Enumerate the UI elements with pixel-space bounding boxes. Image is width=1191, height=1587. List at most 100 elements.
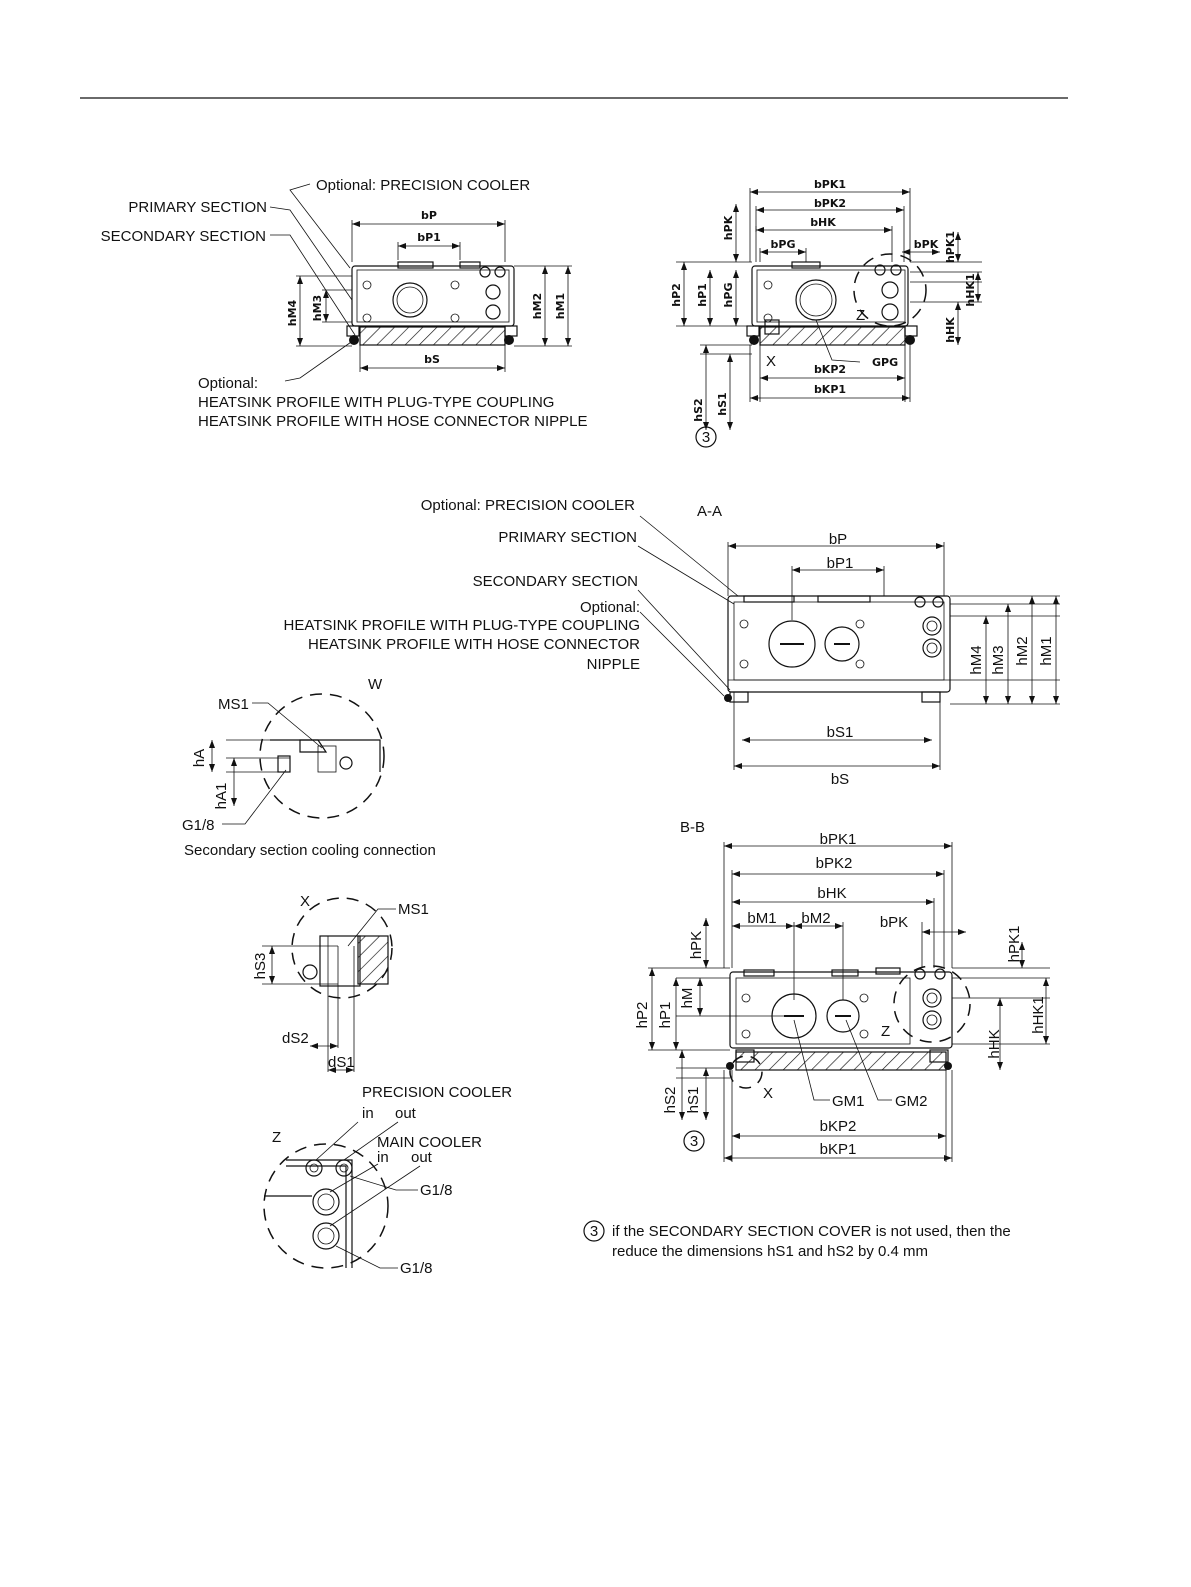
bb-dim-hPK1: hPK1 [1006,926,1023,963]
aa-dim-bP: bP [829,531,847,548]
x-dS1: dS1 [328,1054,355,1071]
z-title: Z [272,1129,281,1146]
top-right-view: bPK1 bPK2 bHK bPG bPK hPK1 hHK1 hHK hPK … [670,178,982,448]
tl-dim-hM4: hM4 [286,299,299,326]
tr-dim-bPK1: bPK1 [814,178,846,191]
z-pc-in: in [362,1105,374,1122]
section-aa: A-A Optional: PRECISION COOLER PRIMARY S… [284,497,1060,788]
tr-dim-hS2: hS2 [692,398,705,421]
aa-dim-hM4: hM4 [968,645,985,674]
tl-dim-bP: bP [421,209,437,222]
tl-dim-bP1: bP1 [417,231,441,244]
footnote-marker [583,1220,605,1242]
bb-dim-hHK: hHK [986,1029,1003,1058]
tr-dim-bPK2: bPK2 [814,197,846,210]
tr-dim-bPK: bPK [914,238,939,251]
w-hA: hA [191,749,208,767]
tl-callout-primary: PRIMARY SECTION [128,199,267,216]
section-bb: B-B bPK1 bPK2 bHK bM1 bM2 bPK hPK hPK1 h… [634,819,1050,1162]
tr-dim-bPG: bPG [771,238,796,251]
bb-dim-hS1: hS1 [685,1087,702,1114]
aa-callout-heatsink-hose-1: HEATSINK PROFILE WITH HOSE CONNECTOR [308,636,640,653]
tr-dim-hP1: hP1 [696,283,709,307]
tr-note-marker-label: 3 [702,429,710,446]
w-g18: G1/8 [182,817,215,834]
tr-label-gpg: GPG [872,356,898,369]
tl-dim-hM3: hM3 [311,295,324,321]
x-title: X [300,893,310,910]
tr-dim-bKP2: bKP2 [814,363,846,376]
z-g18-a: G1/8 [420,1182,453,1199]
bb-dim-bPK1: bPK1 [820,831,857,848]
tr-dim-bKP1: bKP1 [814,383,846,396]
aa-dim-hM1: hM1 [1038,636,1055,665]
tr-dim-hPG: hPG [722,283,735,308]
bb-dim-bKP1: bKP1 [820,1141,857,1158]
bb-dim-bM2: bM2 [801,910,830,927]
tr-dim-bHK: bHK [810,216,836,229]
tl-callout-heatsink-hose: HEATSINK PROFILE WITH HOSE CONNECTOR NIP… [198,413,588,430]
tl-callout-precision: Optional: PRECISION COOLER [316,177,530,194]
tr-dim-hPK: hPK [722,215,735,240]
tl-callout-secondary: SECONDARY SECTION [101,228,266,245]
bb-label-x: X [763,1085,773,1102]
z-mc-in: in [377,1149,389,1166]
z-main-cooler: MAIN COOLER [377,1134,482,1151]
tr-dim-hS1: hS1 [716,392,729,415]
tl-dim-bS: bS [424,353,440,366]
x-hS3: hS3 [252,953,269,980]
tl-dim-hM2: hM2 [531,293,544,319]
footnote-marker-label: 3 [590,1223,598,1240]
bb-dim-hHK1: hHK1 [1030,996,1047,1034]
footnote: 3 if the SECONDARY SECTION COVER is not … [583,1220,1011,1260]
bb-title: B-B [680,819,705,836]
x-ms1: MS1 [398,901,429,918]
bb-label-z: Z [881,1023,890,1040]
w-ms1: MS1 [218,696,249,713]
bb-dim-bPK: bPK [880,914,908,931]
tr-dim-hP2: hP2 [670,283,683,307]
aa-dim-bS1: bS1 [827,724,854,741]
bb-label-gm2: GM2 [895,1093,928,1110]
aa-callout-primary: PRIMARY SECTION [498,529,637,546]
aa-callout-optional: Optional: [580,599,640,616]
aa-callout-heatsink-hose-2: NIPPLE [587,656,640,673]
z-pc-out: out [395,1105,417,1122]
bb-note-marker [683,1130,705,1152]
detail-x: X MS1 hS3 dS2 dS1 [252,893,429,1073]
w-hA1: hA1 [213,783,230,810]
x-dS2: dS2 [282,1030,309,1047]
bb-dim-hS2: hS2 [662,1087,679,1114]
bb-dim-hP2: hP2 [634,1002,651,1029]
z-g18-b: G1/8 [400,1260,433,1277]
bb-dim-hPK: hPK [688,931,705,959]
bb-note-marker-label: 3 [690,1133,698,1150]
bb-dim-hP1: hP1 [657,1002,674,1029]
aa-dim-bP1: bP1 [827,555,854,572]
footnote-line-1: if the SECONDARY SECTION COVER is not us… [612,1223,1011,1240]
bb-dim-hM: hM [679,988,696,1009]
detail-w: W MS1 hA hA1 G1/8 Secondary section cool… [182,676,436,859]
aa-title: A-A [697,503,722,520]
tl-callout-heatsink-plug: HEATSINK PROFILE WITH PLUG-TYPE COUPLING [198,394,554,411]
tr-dim-hHK1: hHK1 [964,273,977,306]
bb-dim-bHK: bHK [817,885,846,902]
tr-label-x: X [766,353,776,370]
footnote-line-2: reduce the dimensions hS1 and hS2 by 0.4… [612,1243,928,1260]
bb-dim-bKP2: bKP2 [820,1118,857,1135]
detail-z: Z PRECISION COOLER in out MAIN COOLER in… [263,1084,512,1277]
tr-dim-hHK: hHK [944,317,957,343]
bb-dim-bPK2: bPK2 [816,855,853,872]
aa-callout-secondary: SECONDARY SECTION [473,573,638,590]
w-title: W [368,676,383,693]
z-mc-out: out [411,1149,433,1166]
aa-callout-heatsink-plug: HEATSINK PROFILE WITH PLUG-TYPE COUPLING [284,617,640,634]
aa-callout-precision: Optional: PRECISION COOLER [421,497,635,514]
bb-dim-bM1: bM1 [747,910,776,927]
tr-dim-hPK1: hPK1 [944,231,957,263]
tr-note-marker [695,426,717,448]
bb-label-gm1: GM1 [832,1093,865,1110]
aa-dim-hM2: hM2 [1014,636,1031,665]
tl-callout-optional: Optional: [198,375,258,392]
